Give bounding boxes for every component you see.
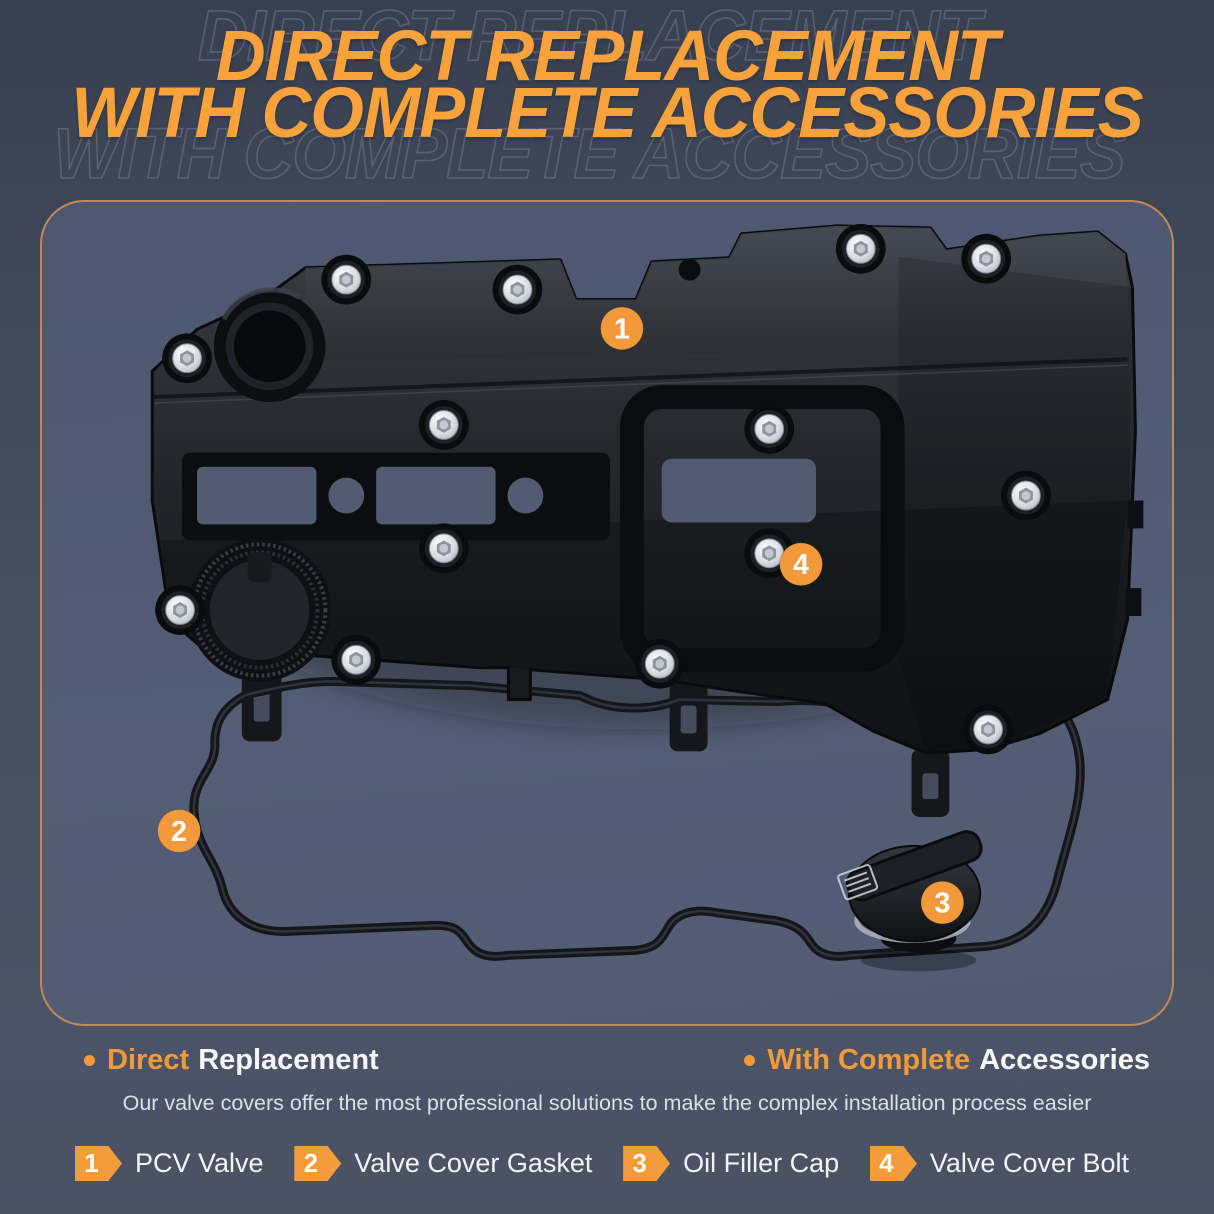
hero-title-block: DIRECT REPLACEMENT WITH COMPLETE ACCESSO… <box>0 0 1214 200</box>
spark-plug-channel <box>182 452 610 541</box>
legend-label: Valve Cover Gasket <box>354 1148 593 1178</box>
legend-badge-2: 2 <box>294 1146 342 1181</box>
feature-subtitle: Our valve covers offer the most professi… <box>122 1091 1092 1115</box>
product-card: 1 2 3 4 <box>40 200 1174 1026</box>
bullet-dot <box>84 1055 95 1066</box>
feature-right-highlight: With Complete <box>767 1044 971 1076</box>
callout-2-valve-cover-gasket: 2 <box>157 809 201 853</box>
legend-badge-3: 3 <box>623 1146 671 1181</box>
page-title: DIRECT REPLACEMENT WITH COMPLETE ACCESSO… <box>0 17 1214 153</box>
legend-item-oil-filler-cap: 3 Oil Filler Cap <box>623 1146 839 1181</box>
valve-cover <box>150 223 1144 755</box>
legend-number: 3 <box>632 1148 647 1178</box>
feature-heading-right: With Complete Accessories <box>744 1044 1150 1077</box>
hero-ghost-line-2: WITH COMPLETE ACCESSORIES <box>53 115 1127 194</box>
legend-badge-4: 4 <box>869 1146 917 1181</box>
legend-badge-1: 1 <box>75 1146 122 1181</box>
page-title-line-2: WITH COMPLETE ACCESSORIES <box>71 74 1143 153</box>
callout-3-oil-filler-cap: 3 <box>920 880 965 925</box>
legend-number: 4 <box>879 1148 894 1178</box>
bullet-dot <box>744 1055 756 1066</box>
pcv-valve-port <box>213 287 326 403</box>
page-title-line-1: DIRECT REPLACEMENT <box>215 17 999 96</box>
legend-number: 2 <box>303 1148 319 1178</box>
feature-left-highlight: Direct <box>107 1044 190 1076</box>
feature-right-rest: Accessories <box>979 1044 1150 1076</box>
legend-label: Oil Filler Cap <box>683 1148 840 1178</box>
right-bolt-frame <box>619 385 905 672</box>
svg-text:3: 3 <box>934 888 950 920</box>
hero-ghost-line-1: DIRECT REPLACEMENT <box>197 0 982 76</box>
callout-1-pcv-valve: 1 <box>600 306 644 351</box>
features-section: Direct Replacement With Complete Accesso… <box>0 1026 1214 1181</box>
legend-number: 1 <box>84 1148 99 1178</box>
feature-heading-left: Direct Replacement <box>84 1044 379 1077</box>
feature-left-rest: Replacement <box>198 1044 379 1076</box>
installed-oil-cap <box>188 538 332 682</box>
legend-label: PCV Valve <box>135 1148 264 1178</box>
valve-cover-top-band <box>305 225 1131 362</box>
svg-text:4: 4 <box>793 549 809 581</box>
product-illustration: 1 2 3 4 <box>150 223 1144 972</box>
svg-text:1: 1 <box>614 313 630 345</box>
legend-item-pcv-valve: 1 PCV Valve <box>75 1146 264 1181</box>
oil-filler-cap <box>837 830 983 972</box>
callout-4-valve-cover-bolt: 4 <box>779 542 823 587</box>
parts-legend: 1 PCV Valve 2 Valve Cover Gasket 3 Oil F… <box>75 1146 1129 1181</box>
svg-text:2: 2 <box>171 816 187 848</box>
legend-item-valve-cover-gasket: 2 Valve Cover Gasket <box>294 1146 592 1181</box>
feature-headings-row: Direct Replacement With Complete Accesso… <box>84 1044 1150 1077</box>
legend-label: Valve Cover Bolt <box>929 1148 1129 1178</box>
legend-item-valve-cover-bolt: 4 Valve Cover Bolt <box>869 1146 1129 1181</box>
